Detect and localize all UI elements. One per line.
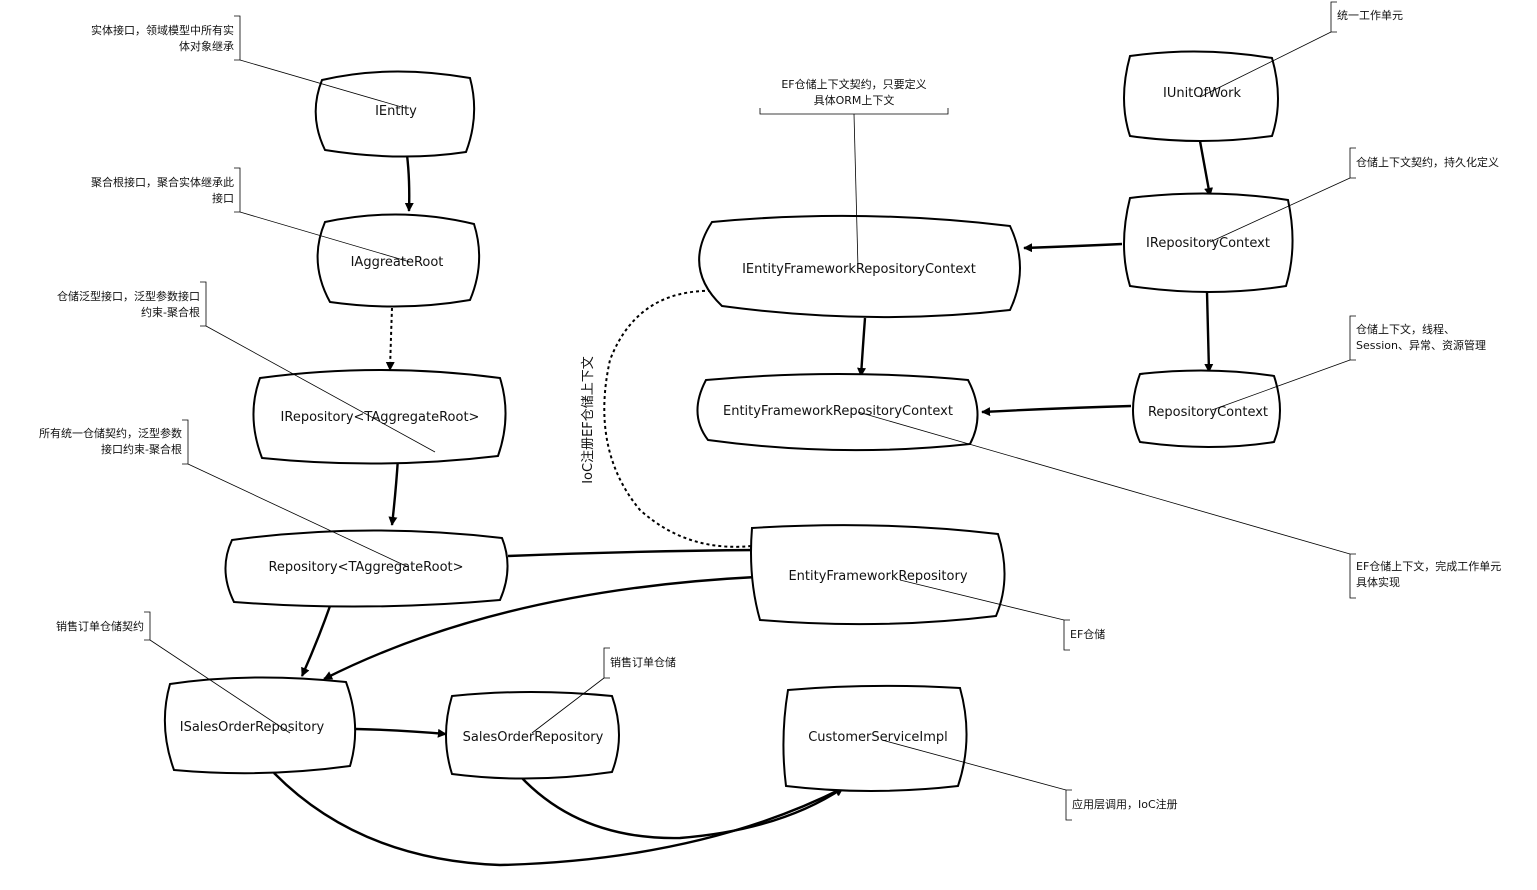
note-iaggregateroot: 聚合根接口，聚合实体继承此接口 <box>91 167 411 263</box>
node-repositorycontext[interactable]: RepositoryContext <box>1132 369 1281 448</box>
note-ef-context: EF仓储上下文，完成工作单元具体实现 <box>857 411 1501 599</box>
note-salesorderrepository-line-1: 销售订单仓储 <box>610 655 676 669</box>
note-repositorycontext-line-2: Session、异常、资源管理 <box>1356 338 1486 352</box>
node-ientity-label: IEntity <box>375 104 417 119</box>
edge-isalesorderrepository-to-salesorderrepository <box>355 727 447 738</box>
note-ef-context-line-2: 具体实现 <box>1356 575 1400 589</box>
note-iaggregateroot-line-2: 接口 <box>212 192 234 205</box>
edge-salesorderrepository-to-customerserviceimpl <box>519 775 844 840</box>
note-repositorycontext-text: 仓储上下文，线程、 Session、异常、资源管理 <box>1356 322 1486 352</box>
note-irepositorycontext: 仓储上下文契约，持久化定义 <box>1209 147 1499 243</box>
edges <box>273 140 1214 867</box>
node-ientityframeworkrepositorycontext-label: IEntityFrameworkRepositoryContext <box>742 262 976 277</box>
note-ef-repository-line-1: EF仓储 <box>1070 627 1105 641</box>
svg-text:聚合根接口，聚合实体继承此接口: 聚合根接口，聚合实体继承此接口 <box>91 175 234 205</box>
svg-text:仓储泛型接口，泛型参数接口约束-聚合根: 仓储泛型接口，泛型参数接口约束-聚合根 <box>57 289 200 319</box>
note-customerserviceimpl-line-1: 应用层调用，IoC注册 <box>1072 797 1178 811</box>
node-entityframeworkrepositorycontext[interactable]: EntityFrameworkRepositoryContext <box>696 373 979 452</box>
node-repositorycontext-label: RepositoryContext <box>1148 405 1268 420</box>
note-ef-context-contract-line-2: 具体ORM上下文 <box>814 93 895 107</box>
edge-irepositorycontext-to-ientityframeworkrepositorycontext <box>1023 242 1123 253</box>
node-irepository-label: IRepository<TAggregateRoot> <box>281 410 480 425</box>
svg-text:所有统一仓储契约，泛型参数接口约束-聚合根: 所有统一仓储契约，泛型参数接口约束-聚合根 <box>39 426 182 456</box>
node-iaggregateroot[interactable]: IAggreateRoot <box>316 213 481 308</box>
edge-repository-to-isalesorderrepository <box>300 605 332 677</box>
node-customerserviceimpl-label: CustomerServiceImpl <box>808 730 948 745</box>
node-iunitofwork-label: IUnitOfWork <box>1163 86 1241 101</box>
edge-repository-to-efrepository <box>507 545 759 558</box>
node-repository[interactable]: Repository<TAggregateRoot> <box>224 529 509 608</box>
edge-irepository-to-repository <box>388 457 400 526</box>
note-customerserviceimpl: 应用层调用，IoC注册 <box>881 739 1178 821</box>
note-isalesorderrepository: 销售订单仓储契约 <box>56 611 291 734</box>
note-ientity-line-2: 体对象继承 <box>179 39 234 53</box>
note-irepository-line-2: 约束-聚合根 <box>141 305 200 319</box>
node-iaggregateroot-label: IAggreateRoot <box>351 255 444 270</box>
node-customerserviceimpl[interactable]: CustomerServiceImpl <box>782 684 968 792</box>
edge-repositorycontext-to-entityframeworkrepositorycontext <box>981 404 1132 417</box>
node-irepositorycontext-label: IRepositoryContext <box>1146 236 1270 251</box>
node-isalesorderrepository[interactable]: ISalesOrderRepository <box>163 676 357 775</box>
edge-ientity-to-iaggregateroot <box>404 154 414 212</box>
svg-text:EF仓储上下文契约，只要定义具体ORM上下文: EF仓储上下文契约，只要定义具体ORM上下文 <box>781 77 926 107</box>
edge-isalesorderrepository-to-customerserviceimpl <box>273 772 844 867</box>
note-iunitofwork-line-1: 统一工作单元 <box>1337 9 1403 22</box>
edge-iunitofwork-to-irepositorycontext <box>1198 140 1214 197</box>
edge-efrepository-to-isalesorderrepository <box>323 575 757 681</box>
note-ef-context-line-1: EF仓储上下文，完成工作单元 <box>1356 559 1501 573</box>
note-ientity-line-1: 实体接口，领域模型中所有实 <box>91 23 234 37</box>
note-ientity: 实体接口，领域模型中所有实体对象继承 <box>91 15 406 109</box>
node-entityframeworkrepository-label: EntityFrameworkRepository <box>788 569 967 584</box>
note-iaggregateroot-line-1: 聚合根接口，聚合实体继承此 <box>91 175 234 189</box>
note-repository-line-1: 所有统一仓储契约，泛型参数 <box>39 426 182 440</box>
note-repository-line-2: 接口约束-聚合根 <box>101 442 182 456</box>
note-ef-context-contract: EF仓储上下文契约，只要定义具体ORM上下文 <box>759 77 949 269</box>
edge-irepositorycontext-to-repositorycontext <box>1204 291 1214 373</box>
edge-iaggregateroot-to-irepository <box>385 307 395 371</box>
node-ientity[interactable]: IEntity <box>314 70 476 158</box>
node-irepository[interactable]: IRepository<TAggregateRoot> <box>252 369 507 465</box>
edge-ioc-dashed <box>603 289 761 550</box>
note-repository: 所有统一仓储契约，泛型参数接口约束-聚合根 <box>39 419 409 568</box>
note-isalesorderrepository-line-1: 销售订单仓储契约 <box>56 619 144 633</box>
edge-ientityframeworkrepositorycontext-to-entityframeworkrepositorycontext <box>857 317 867 377</box>
note-repositorycontext: 仓储上下文，线程、 Session、异常、资源管理 <box>1211 315 1486 411</box>
node-irepositorycontext[interactable]: IRepositoryContext <box>1123 192 1294 293</box>
node-salesorderrepository[interactable]: SalesOrderRepository <box>445 691 620 780</box>
note-salesorderrepository: 销售订单仓储 <box>531 647 676 734</box>
ioc-edge-label: IoC注册EF仓储上下文 <box>581 356 596 484</box>
node-isalesorderrepository-label: ISalesOrderRepository <box>180 720 325 735</box>
note-ef-context-text: EF仓储上下文，完成工作单元具体实现 <box>1356 559 1501 589</box>
note-irepository-line-1: 仓储泛型接口，泛型参数接口 <box>57 289 200 303</box>
node-repository-label: Repository<TAggregateRoot> <box>268 560 463 575</box>
note-ef-repository: EF仓储 <box>899 579 1105 651</box>
node-entityframeworkrepository[interactable]: EntityFrameworkRepository <box>750 524 1006 626</box>
note-repositorycontext-line-1: 仓储上下文，线程、 <box>1356 322 1455 336</box>
note-iunitofwork: 统一工作单元 <box>1199 1 1403 98</box>
node-salesorderrepository-label: SalesOrderRepository <box>463 730 604 745</box>
node-entityframeworkrepositorycontext-label: EntityFrameworkRepositoryContext <box>723 404 953 419</box>
note-irepositorycontext-line-1: 仓储上下文契约，持久化定义 <box>1356 155 1499 169</box>
node-ientityframeworkrepositorycontext[interactable]: IEntityFrameworkRepositoryContext <box>698 214 1021 319</box>
note-irepository: 仓储泛型接口，泛型参数接口约束-聚合根 <box>57 281 436 453</box>
note-ef-context-contract-line-1: EF仓储上下文契约，只要定义 <box>781 77 926 91</box>
svg-text:实体接口，领域模型中所有实体对象继承: 实体接口，领域模型中所有实体对象继承 <box>91 23 234 53</box>
